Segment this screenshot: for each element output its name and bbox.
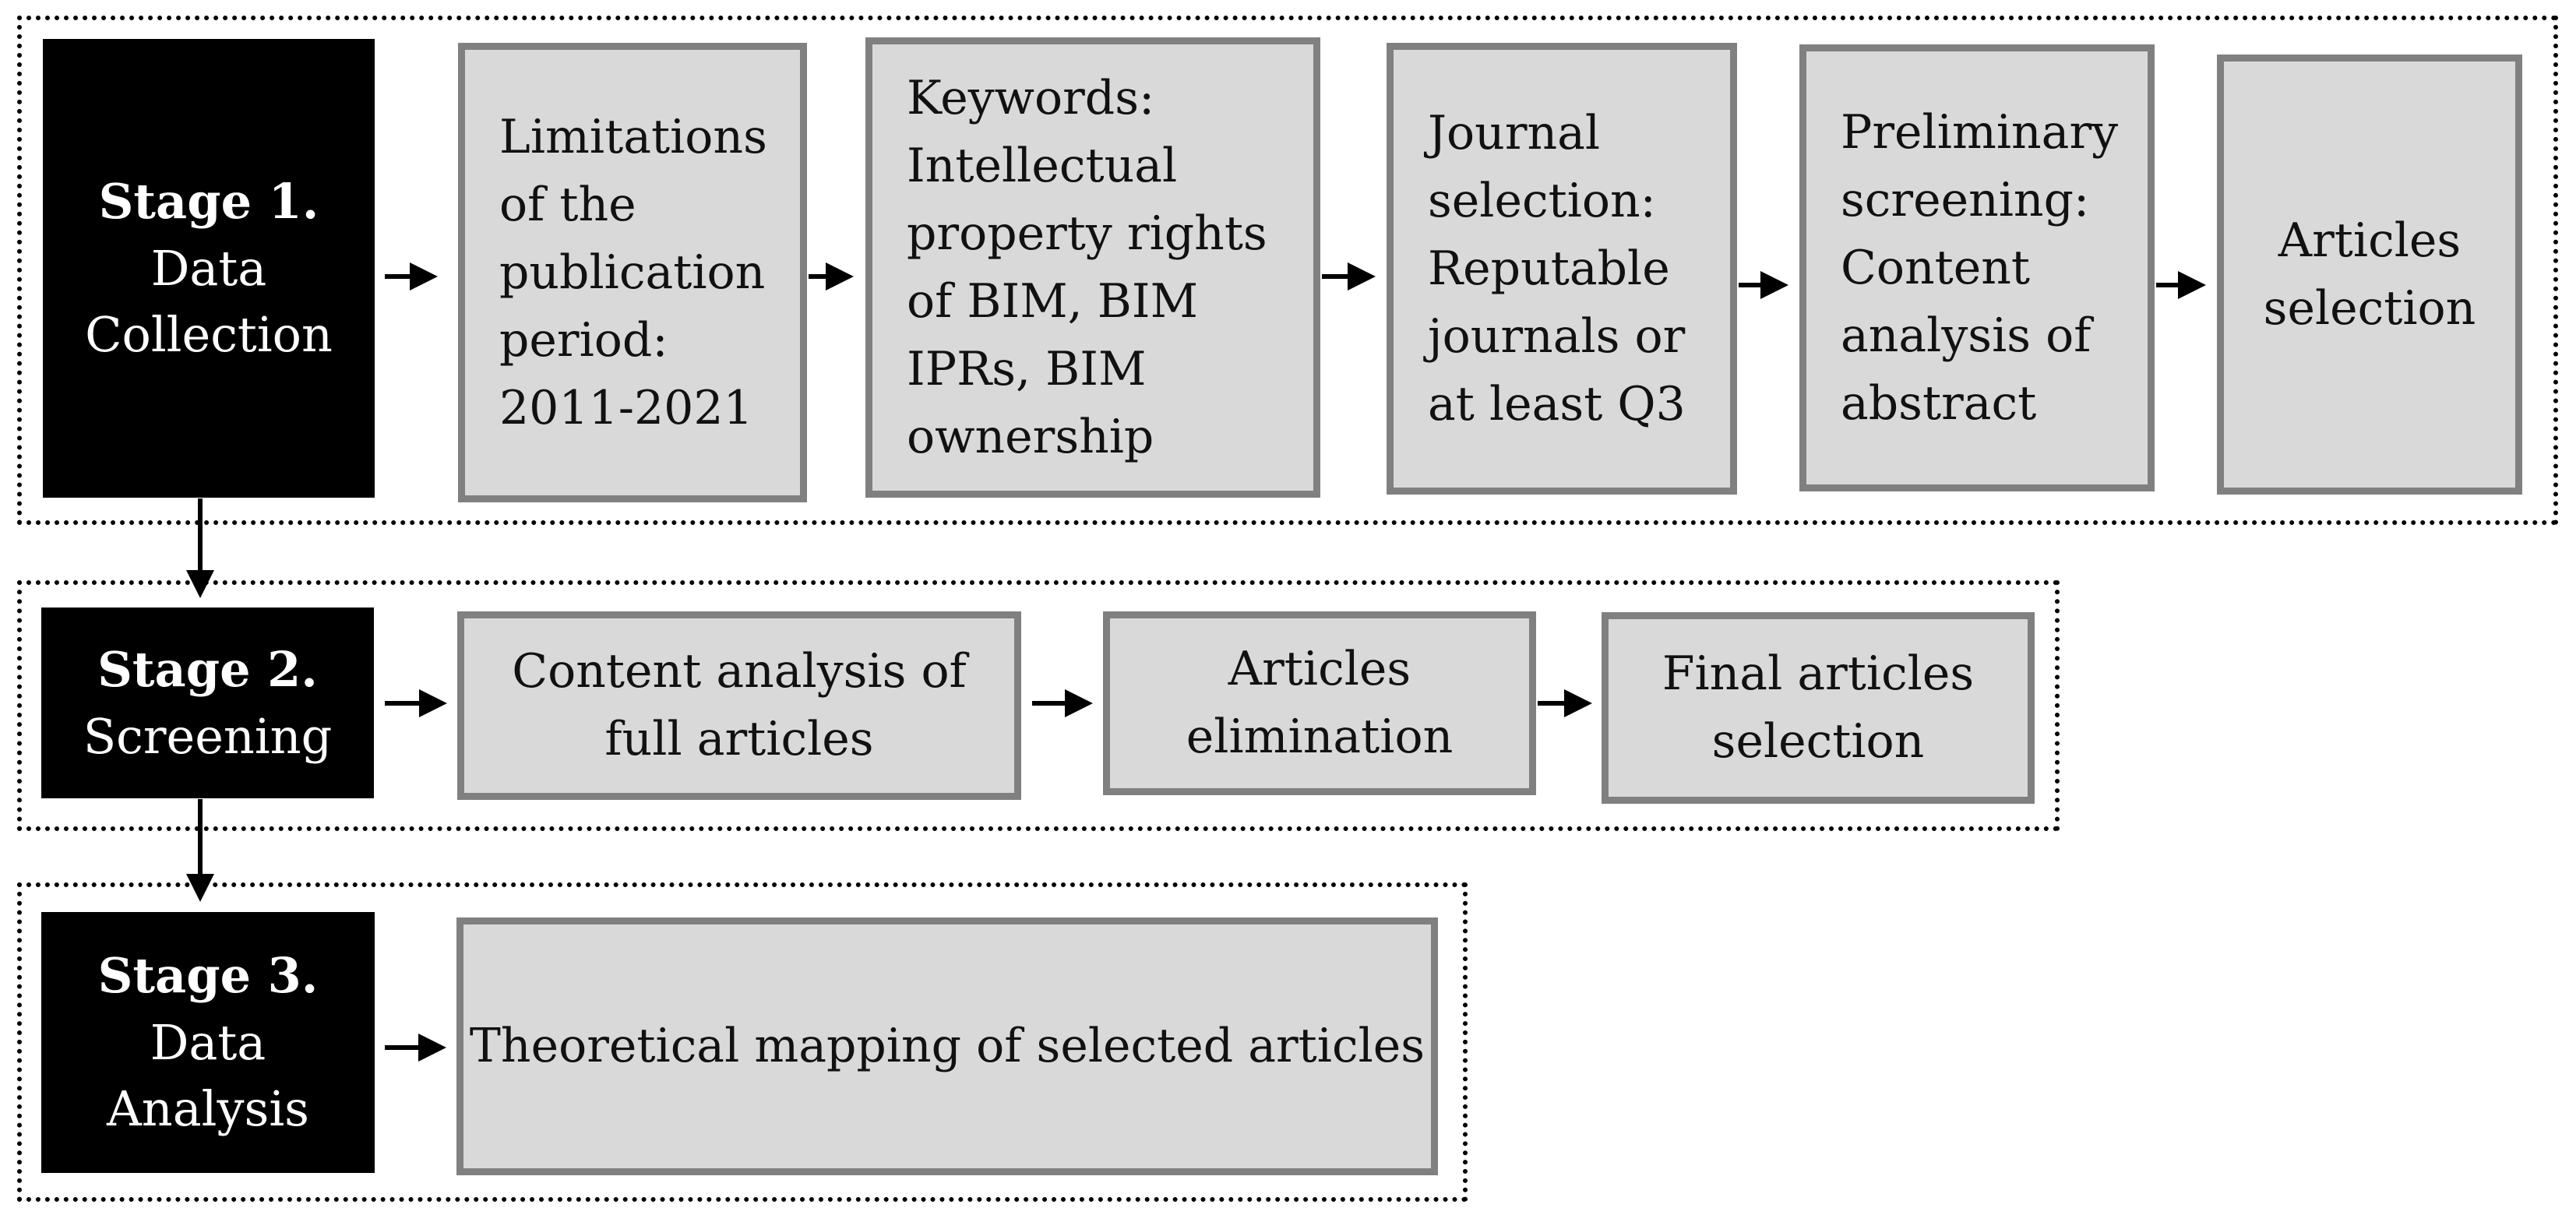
step-publication-period: Limitations of the publication period: 2…	[458, 43, 807, 502]
step-final-articles-selection: Final articles selection	[1602, 612, 2035, 804]
step-publication-period-text: Limitations of the publication period: 2…	[499, 109, 767, 435]
stage-1-name: Data Collection	[85, 239, 333, 364]
step-theoretical-mapping: Theoretical mapping of selected articles	[456, 917, 1438, 1175]
stage-3-group	[17, 882, 1468, 1202]
step-keywords: Keywords: Intellectual property rights o…	[865, 37, 1320, 498]
stage-2-name: Screening	[83, 707, 333, 765]
stage-2-label: Stage 2. Screening	[41, 608, 374, 798]
step-preliminary-screening-text: Preliminary screening: Content analysis …	[1841, 104, 2119, 431]
step-preliminary-screening: Preliminary screening: Content analysis …	[1799, 44, 2155, 491]
step-articles-selection: Articles selection	[2217, 55, 2522, 495]
step-content-analysis-full: Content analysis of full articles	[457, 611, 1021, 800]
step-final-articles-selection-text: Final articles selection	[1662, 646, 1975, 769]
stage-3-label: Stage 3. Data Analysis	[41, 912, 375, 1173]
stage-3-name: Data Analysis	[107, 1013, 309, 1138]
stage-1-group	[17, 16, 2558, 525]
step-articles-selection-text: Articles selection	[2263, 213, 2476, 336]
step-content-analysis-full-text: Content analysis of full articles	[512, 644, 967, 766]
step-journal-selection-text: Journal selection: Reputable journals or…	[1428, 105, 1686, 431]
stage-3-number: Stage 3.	[97, 947, 319, 1005]
stage-2-group	[17, 580, 2060, 831]
step-keywords-text: Keywords: Intellectual property rights o…	[907, 70, 1267, 464]
stage-2-number: Stage 2.	[97, 640, 318, 698]
step-articles-elimination-text: Articles elimination	[1186, 642, 1454, 764]
step-journal-selection: Journal selection: Reputable journals or…	[1387, 43, 1737, 495]
step-theoretical-mapping-text: Theoretical mapping of selected articles	[469, 1019, 1425, 1073]
stage-1-number: Stage 1.	[98, 173, 319, 231]
step-articles-elimination: Articles elimination	[1103, 611, 1536, 795]
stage-1-label: Stage 1. Data Collection	[43, 39, 375, 498]
